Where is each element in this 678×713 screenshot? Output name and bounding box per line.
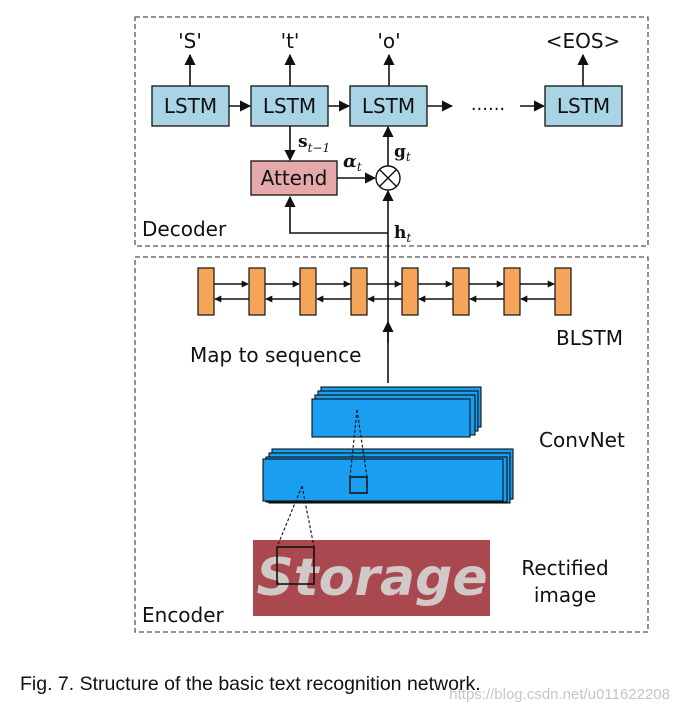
lstm-label: LSTM bbox=[557, 94, 610, 118]
convnet-label: ConvNet bbox=[539, 428, 625, 452]
blstm-layer bbox=[197, 267, 572, 316]
lstm-cell-1: LSTM bbox=[151, 85, 230, 127]
rectified-image: Storage bbox=[253, 540, 490, 616]
lstm-cell-eos: LSTM bbox=[544, 85, 623, 127]
blstm-cell bbox=[350, 267, 368, 316]
lstm-label: LSTM bbox=[164, 94, 217, 118]
watermark: https://blog.csdn.net/u011622208 bbox=[449, 686, 670, 703]
convnet-upper-feature-map bbox=[311, 386, 482, 438]
receptive-field-square-conv bbox=[349, 476, 368, 494]
receptive-field-square-image bbox=[276, 546, 315, 585]
lstm-label: LSTM bbox=[263, 94, 316, 118]
receptive-field-line bbox=[301, 485, 315, 548]
blstm-cell bbox=[401, 267, 419, 316]
attend-box: Attend bbox=[250, 160, 338, 196]
figure-caption: Fig. 7. Structure of the basic text reco… bbox=[20, 673, 481, 695]
blstm-cell bbox=[452, 267, 470, 316]
output-token-2: 't' bbox=[281, 29, 300, 53]
ellipsis: ...... bbox=[471, 94, 505, 115]
blstm-cell bbox=[248, 267, 266, 316]
state-label: st−1 bbox=[298, 132, 330, 155]
decoder-box bbox=[134, 16, 649, 247]
encoder-box bbox=[134, 256, 649, 633]
hidden-label: ht bbox=[394, 223, 411, 245]
rectified-label-line2: image bbox=[534, 583, 596, 607]
alpha-label: αt bbox=[343, 151, 362, 174]
lstm-cell-2: LSTM bbox=[250, 85, 329, 127]
blstm-cell bbox=[554, 267, 572, 316]
receptive-field-line bbox=[349, 409, 358, 478]
image-background bbox=[253, 540, 490, 616]
decoder-label: Decoder bbox=[142, 217, 227, 241]
blstm-cell bbox=[299, 267, 317, 316]
hidden-to-attend-arrow bbox=[284, 195, 388, 234]
image-text: Storage bbox=[256, 548, 487, 608]
encoder-label: Encoder bbox=[142, 603, 225, 627]
convnet-lower-feature-map bbox=[262, 448, 514, 504]
lstm-cell-3: LSTM bbox=[349, 85, 428, 127]
blstm-label: BLSTM bbox=[556, 326, 623, 350]
rectified-label-line1: Rectified bbox=[521, 556, 608, 580]
blstm-cell bbox=[197, 267, 215, 316]
map-to-sequence-label: Map to sequence bbox=[190, 343, 361, 367]
multiply-node bbox=[375, 165, 401, 191]
output-token-eos: <EOS> bbox=[546, 29, 621, 53]
receptive-field-line bbox=[356, 409, 368, 478]
output-token-1: 'S' bbox=[178, 29, 202, 53]
lstm-label: LSTM bbox=[362, 94, 415, 118]
blstm-cell bbox=[503, 267, 521, 316]
output-token-3: 'o' bbox=[377, 29, 400, 53]
glimpse-label: gt bbox=[394, 142, 411, 164]
attend-label: Attend bbox=[261, 166, 328, 190]
receptive-field-line bbox=[276, 485, 303, 548]
